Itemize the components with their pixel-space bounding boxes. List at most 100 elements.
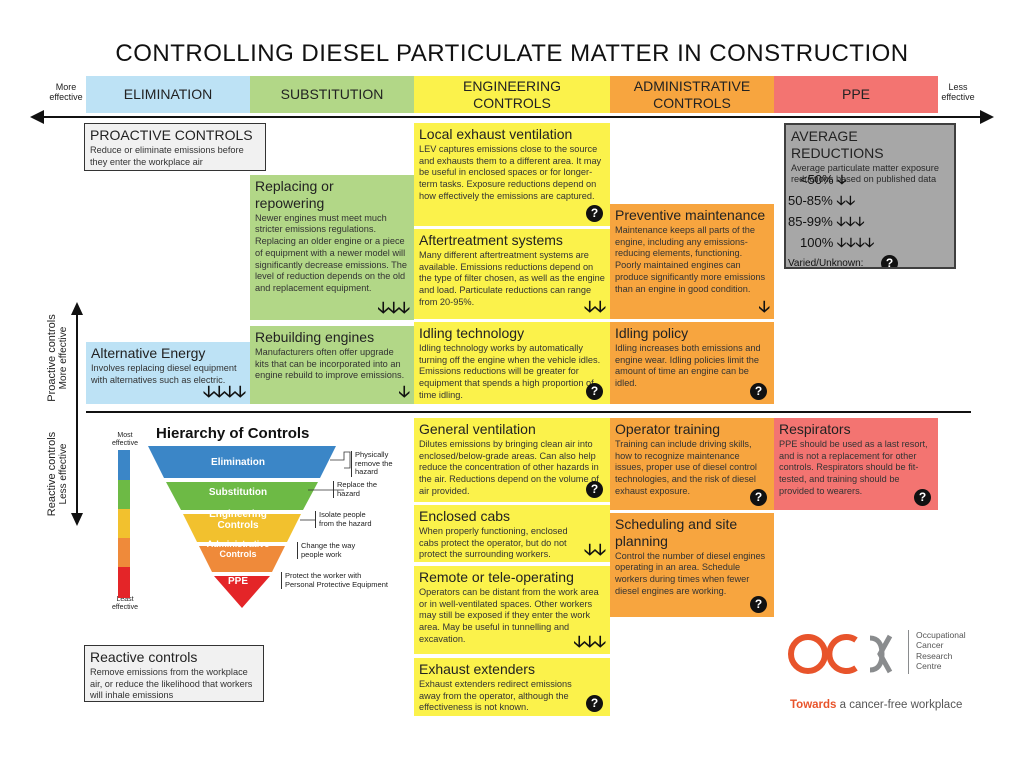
logo-org-line: Research xyxy=(916,650,953,661)
card-text: Many different aftertreatment systems ar… xyxy=(419,249,605,307)
callout-ppe: Protect the worker with Personal Protect… xyxy=(281,571,391,590)
question-icon: ? xyxy=(750,489,767,506)
card-exhaust-extenders: Exhaust extenders Exhaust extenders redi… xyxy=(414,658,610,716)
card-title: Preventive maintenance xyxy=(615,207,766,223)
reactive-controls-box: Reactive controls Remove emissions from … xyxy=(84,645,264,702)
proactive-side-label: Proactive controls More effective xyxy=(46,298,70,418)
callout-substitution: Replace the hazard xyxy=(333,480,385,499)
question-icon: ? xyxy=(881,255,898,267)
card-title: Local exhaust ventilation xyxy=(419,126,573,142)
legend-label: 50-85% xyxy=(788,193,833,208)
legend-row-50-85: 50-85% 🡣🡣 xyxy=(788,192,855,214)
logo-tagline: Towards a cancer-free workplace xyxy=(790,699,962,711)
card-remote-operating: Remote or tele-operating Operators can b… xyxy=(414,566,610,654)
tagline-emphasis: Towards xyxy=(790,699,837,711)
card-title: Idling technology xyxy=(419,325,525,341)
card-text: Operators can be distant from the work a… xyxy=(419,586,599,644)
card-general-ventilation: General ventilation Dilutes emissions by… xyxy=(414,418,610,502)
question-icon: ? xyxy=(586,695,603,712)
pyramid-level-substitution xyxy=(166,482,318,510)
column-header-administrative-label: ADMINISTRATIVE CONTROLS xyxy=(633,78,751,111)
card-idling-technology: Idling technology Idling technology work… xyxy=(414,322,610,404)
pyramid-level-elimination xyxy=(148,446,336,478)
page-title: CONTROLLING DIESEL PARTICULATE MATTER IN… xyxy=(115,40,909,67)
callout-elimination: Physically remove the hazard xyxy=(351,450,411,477)
reactive-side-sub: Less effective xyxy=(58,443,69,505)
legend-label: <50% xyxy=(800,172,834,187)
card-text: Involves replacing diesel equipment with… xyxy=(91,362,237,385)
reactive-controls-title: Reactive controls xyxy=(90,649,198,665)
logo-divider xyxy=(908,630,909,674)
card-title: Respirators xyxy=(779,421,851,437)
average-reductions-text: Average particulate matter exposure redu… xyxy=(791,162,939,185)
card-text: Idling increases both emissions and engi… xyxy=(615,342,761,389)
effectiveness-gradient-bar xyxy=(118,450,130,598)
legend-row-100: 100% 🡣🡣🡣🡣 xyxy=(800,234,874,256)
proactive-controls-text: Reduce or eliminate emissions before the… xyxy=(90,144,244,167)
proactive-side-sub: More effective xyxy=(58,326,69,390)
card-idling-policy: Idling policy Idling increases both emis… xyxy=(610,322,774,404)
reactive-controls-text: Remove emissions from the workplace air,… xyxy=(90,666,253,701)
proactive-controls-title: PROACTIVE CONTROLS xyxy=(90,127,253,143)
reactive-side-title: Reactive controls xyxy=(46,431,58,517)
card-text: Idling technology works by automatically… xyxy=(419,342,601,400)
card-text: PPE should be used as a last resort, and… xyxy=(779,438,928,496)
proactive-reactive-divider xyxy=(86,411,971,413)
down-arrow-icon: 🡣🡣🡣 xyxy=(836,214,865,229)
hierarchy-title: Hierarchy of Controls xyxy=(156,425,310,442)
down-arrow-icon: 🡣🡣🡣 xyxy=(377,300,410,317)
least-effective-label: Least effective xyxy=(112,596,138,611)
pyramid-label-ppe: PPE xyxy=(227,576,248,587)
column-header-elimination: ELIMINATION xyxy=(86,76,250,113)
card-rebuilding-engines: Rebuilding engines Manufacturers often o… xyxy=(250,326,414,404)
pyramid-level-engineering xyxy=(183,514,301,542)
pyramid-label-administrative: Administrative Controls xyxy=(206,539,270,559)
card-title: Remote or tele-operating xyxy=(419,569,574,585)
legend-row-unknown: Varied/Unknown: xyxy=(788,258,864,269)
logo-org-line: Occupational xyxy=(916,630,966,640)
pyramid-label-elimination: Elimination xyxy=(211,457,265,468)
most-effective-label: Most effective xyxy=(112,432,138,447)
down-arrow-icon: 🡣 xyxy=(398,384,410,401)
card-operator-training: Operator training Training can include d… xyxy=(610,418,774,510)
legend-label: 85-99% xyxy=(788,214,833,229)
card-text: Exhaust extenders redirect emissions awa… xyxy=(419,678,572,713)
card-title: Aftertreatment systems xyxy=(419,232,563,248)
callout-administrative: Change the way people work xyxy=(297,541,357,560)
column-header-substitution: SUBSTITUTION xyxy=(250,76,414,113)
question-icon: ? xyxy=(586,205,603,222)
vertical-effectiveness-arrow xyxy=(71,302,83,526)
legend-label: 100% xyxy=(800,235,834,250)
legend-row-85-99: 85-99% 🡣🡣🡣 xyxy=(788,213,864,235)
pyramid-label-engineering: Engineering Controls xyxy=(209,509,267,531)
less-effective-label: Less effective xyxy=(941,82,975,103)
average-reductions-title: AVERAGE REDUCTIONS xyxy=(791,128,884,161)
card-replacing-repowering: Replacing or repowering Newer engines mu… xyxy=(250,175,414,320)
card-title: Replacing or repowering xyxy=(255,178,334,211)
card-title: Enclosed cabs xyxy=(419,508,511,524)
pyramid-callout-lines xyxy=(300,451,351,521)
legend-label: Varied/Unknown: xyxy=(788,258,864,269)
card-text: LEV captures emissions close to the sour… xyxy=(419,143,602,201)
card-text: Newer engines must meet much stricter em… xyxy=(255,212,408,294)
proactive-side-title: Proactive controls xyxy=(46,314,58,402)
card-preventive-maintenance: Preventive maintenance Maintenance keeps… xyxy=(610,204,774,319)
question-icon: ? xyxy=(750,596,767,613)
card-aftertreatment-systems: Aftertreatment systems Many different af… xyxy=(414,229,610,319)
down-arrow-icon: 🡣🡣 xyxy=(584,299,606,316)
card-text: Control the number of diesel engines ope… xyxy=(615,550,766,596)
card-title: Operator training xyxy=(615,421,721,437)
question-icon: ? xyxy=(586,383,603,400)
down-arrow-icon: 🡣🡣 xyxy=(836,193,856,208)
down-arrow-icon: 🡣 xyxy=(758,299,770,316)
card-scheduling-site-planning: Scheduling and site planning Control the… xyxy=(610,513,774,617)
card-local-exhaust-ventilation: Local exhaust ventilation LEV captures e… xyxy=(414,123,610,226)
card-title: Idling policy xyxy=(615,325,689,341)
card-title: General ventilation xyxy=(419,421,536,437)
hierarchy-pyramid xyxy=(148,446,336,608)
question-icon: ? xyxy=(586,481,603,498)
down-arrow-icon: 🡣🡣🡣 xyxy=(573,634,606,651)
logo-org-name: Occupational Cancer Research Centre xyxy=(916,630,966,671)
effectiveness-arrow xyxy=(30,110,994,124)
legend-row-lt50: <50% 🡣 xyxy=(800,171,847,193)
